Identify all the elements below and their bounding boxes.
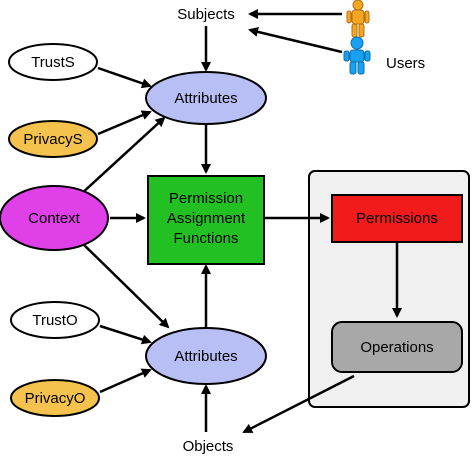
paf-node [147,175,265,265]
user-blue-icon [343,36,371,75]
trusts-node [8,43,98,81]
paf-label-line3: Functions [173,230,238,247]
arrow-trusto-to-attributes [99,324,152,345]
arrow-privacyo-to-attributes [99,368,152,394]
operations-label: Operations [360,339,433,356]
trusts-label: TrustS [31,54,75,71]
arrow-context-to-attributes-bottom [79,240,170,329]
users-label: Users [386,55,425,72]
subjects-label: Subjects [177,6,235,23]
arrow-context-to-attributes-top [79,116,166,196]
paf-label-line2: Assignment [167,210,246,227]
context-label: Context [28,210,81,227]
attributes-top-node [145,71,267,125]
arrow-user2-to-subjects [248,26,343,54]
privacys-label: PrivacyS [23,131,82,148]
arrow-trusts-to-attributes [97,66,152,89]
permissions-label: Permissions [356,210,438,227]
objects-label: Objects [183,438,234,455]
attributes-top-label: Attributes [174,90,237,107]
attributes-bottom-node [145,327,267,385]
privacyo-label: PrivacyO [25,390,86,407]
paf-label-line1: Permission [169,190,243,207]
context-node [0,185,109,251]
privacys-node [8,120,98,158]
trusto-label: TrustO [32,312,77,329]
arrow-operations-to-objects [242,374,355,434]
attributes-bottom-label: Attributes [174,348,237,365]
permissions-node [331,194,463,243]
trusto-node [10,301,100,339]
arrow-privacys-to-attributes [97,110,152,136]
user-gold-icon [346,0,370,38]
operations-node [331,321,463,373]
privacyo-node [10,379,100,417]
